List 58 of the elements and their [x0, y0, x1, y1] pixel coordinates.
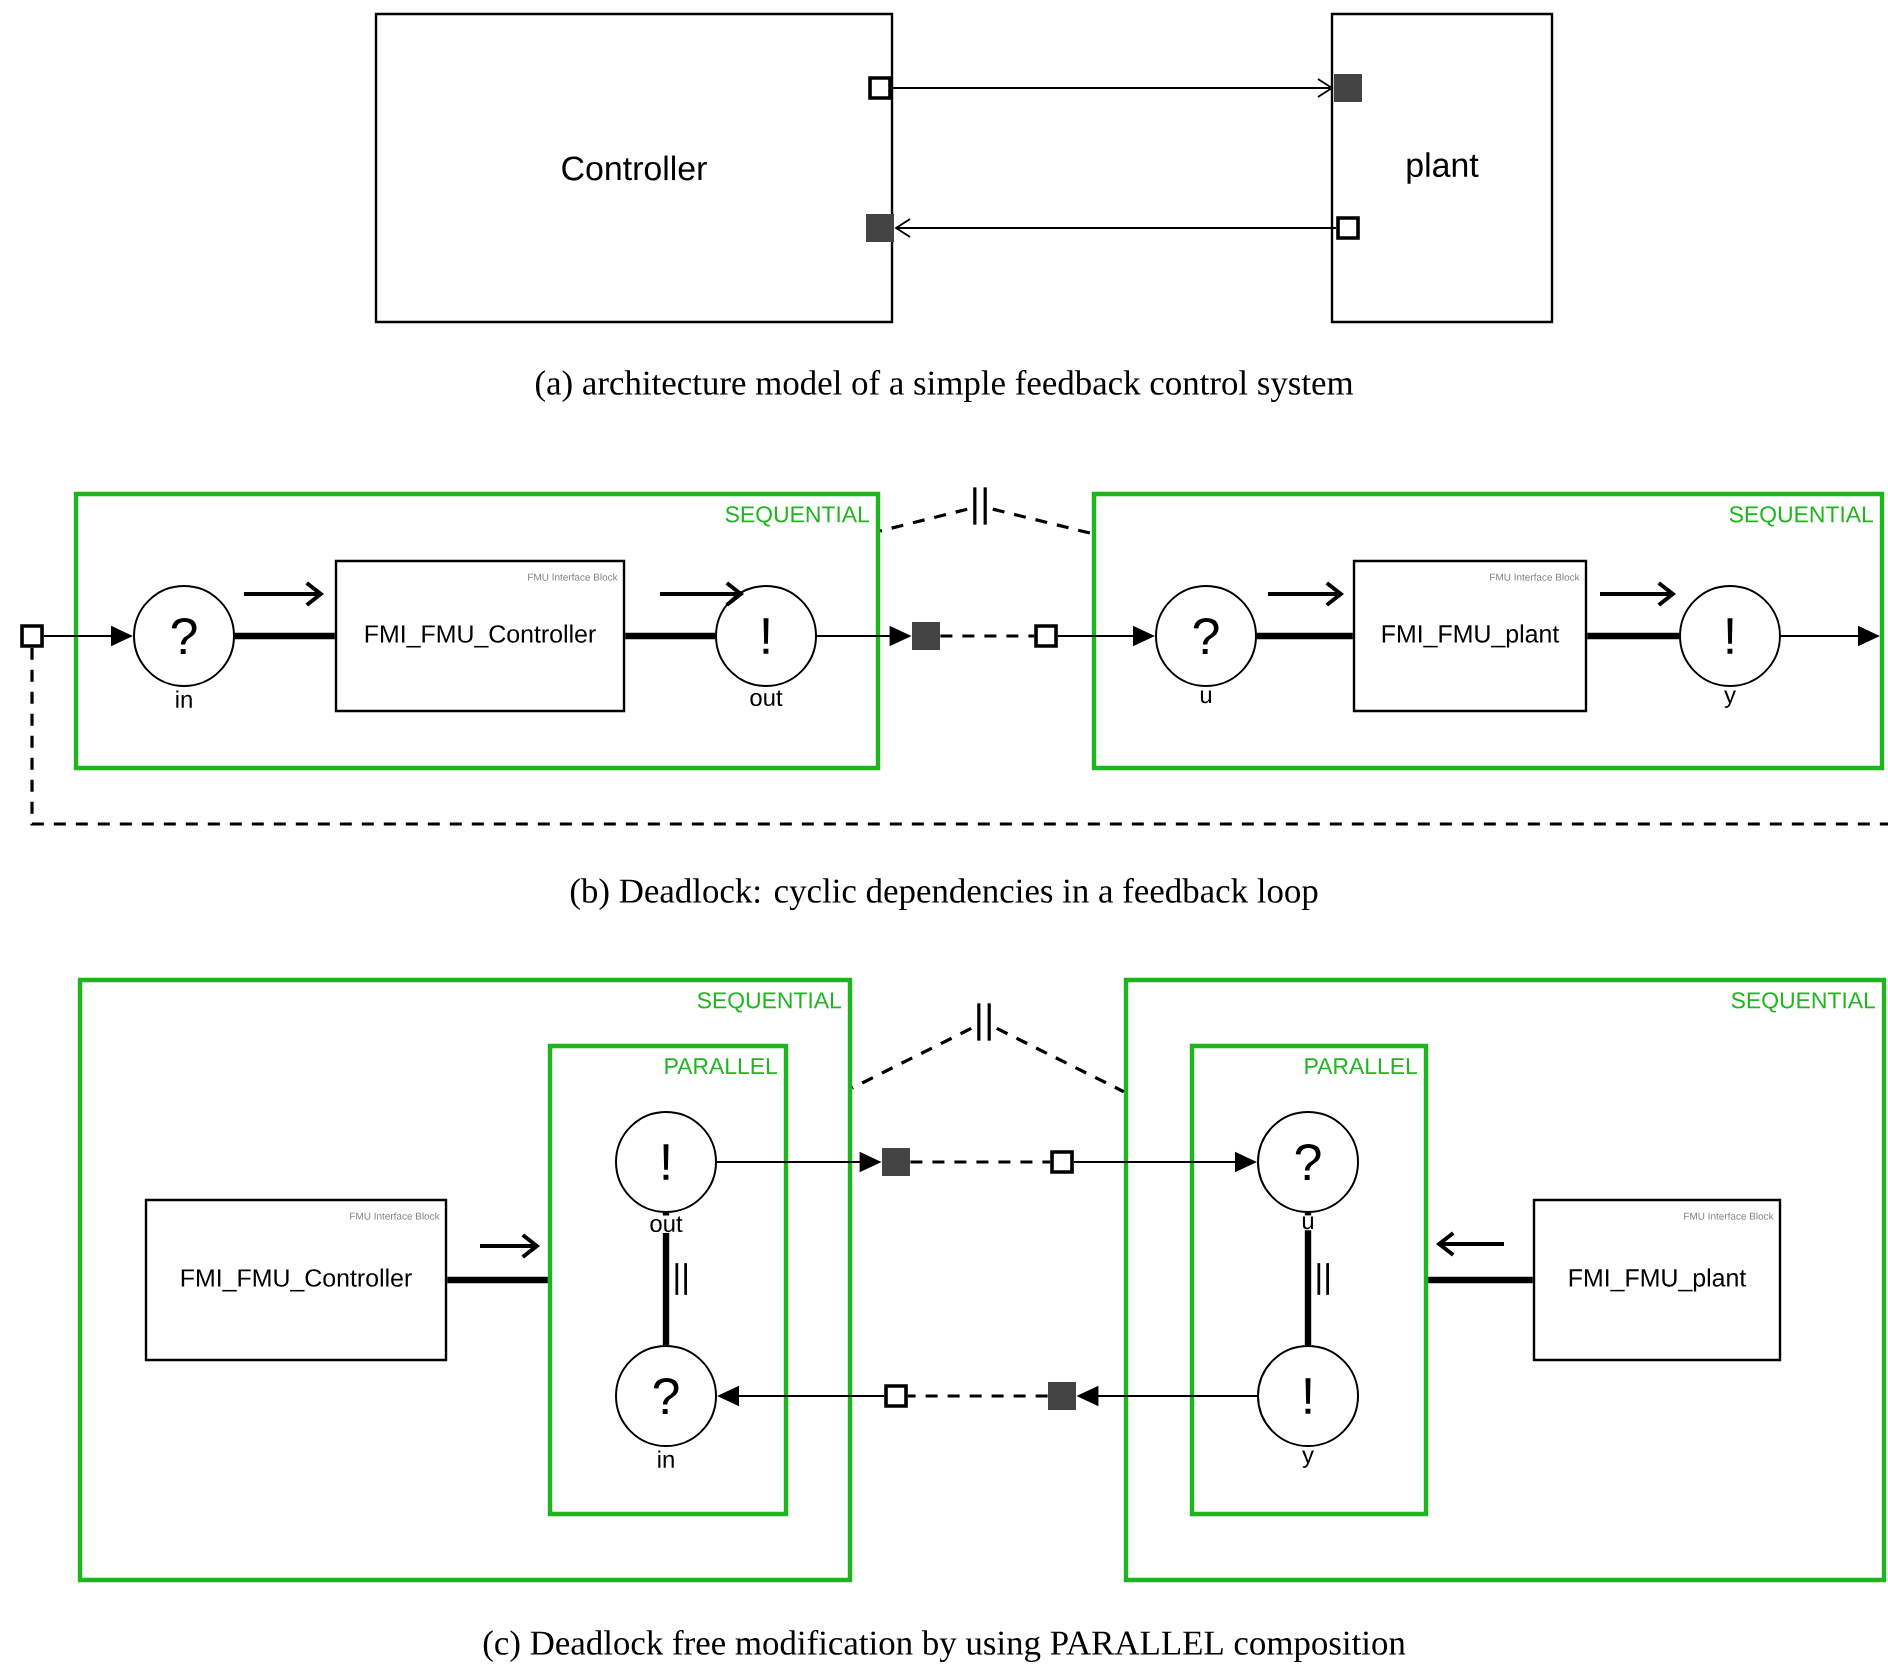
parallel-box: [1189, 1043, 1429, 1517]
connector: [1587, 632, 1679, 640]
port-square: [1336, 216, 1360, 240]
port-label: out: [748, 689, 784, 708]
connector: [30, 647, 1888, 826]
component-box: plant: [1330, 12, 1554, 324]
connector: [890, 78, 1334, 98]
port-square: [912, 622, 940, 650]
port-square: [20, 624, 44, 648]
connector: [625, 632, 715, 640]
sequential-box: [77, 977, 853, 1583]
connector: [235, 632, 335, 640]
port-label: u: [1198, 689, 1214, 705]
connector: [1304, 1213, 1312, 1345]
connector: [910, 1160, 1051, 1164]
box-heading: PARALLEL: [1305, 1058, 1418, 1074]
connector: [851, 1026, 972, 1090]
port-square: [1048, 1382, 1076, 1410]
caption: (c) Deadlock free modification by using PARALLEL composition: [483, 1629, 1406, 1663]
connector: [996, 1026, 1125, 1094]
port-square: [884, 1384, 908, 1408]
port-square: [1050, 1150, 1074, 1174]
port-label: y: [1301, 1449, 1315, 1469]
component-box: Controller: [374, 12, 894, 324]
port-square: [866, 214, 894, 242]
box-heading: PARALLEL: [665, 1058, 778, 1074]
connector: [879, 507, 968, 533]
connector: [1428, 1276, 1533, 1284]
port-square: [882, 1148, 910, 1176]
port-label: out: [648, 1215, 684, 1234]
port-square: [868, 76, 892, 100]
parallel-symbol: ||: [973, 487, 987, 525]
caption: (b) Deadlock: cyclic dependencies in a feedback loop: [570, 877, 1318, 911]
box-heading: SEQUENTIAL: [1731, 992, 1876, 1013]
parallel-box: [547, 1043, 789, 1517]
sequential-box: [1123, 977, 1887, 1583]
edge-label: ||: [675, 1263, 687, 1295]
connector: [907, 1394, 1048, 1398]
connector: [447, 1276, 548, 1284]
port-label: in: [173, 689, 195, 709]
connector: [992, 507, 1093, 536]
box-heading: SEQUENTIAL: [697, 992, 842, 1013]
port-label: u: [1300, 1215, 1316, 1231]
port-label: y: [1723, 689, 1737, 709]
connector: [1257, 632, 1353, 640]
connector: [940, 634, 1035, 638]
caption: (a) architecture model of a simple feedback control system: [536, 369, 1354, 403]
sequential-box: [73, 491, 881, 771]
port-square: [1334, 74, 1362, 102]
port-label: in: [655, 1449, 677, 1469]
box-heading: SEQUENTIAL: [725, 506, 870, 527]
connector: [662, 1213, 670, 1345]
port-square: [1034, 624, 1058, 648]
parallel-symbol: ||: [977, 1003, 991, 1041]
sequential-box: [1091, 491, 1885, 771]
box-heading: SEQUENTIAL: [1729, 506, 1874, 527]
connector: [894, 218, 1338, 238]
edge-label: ||: [1317, 1263, 1329, 1295]
